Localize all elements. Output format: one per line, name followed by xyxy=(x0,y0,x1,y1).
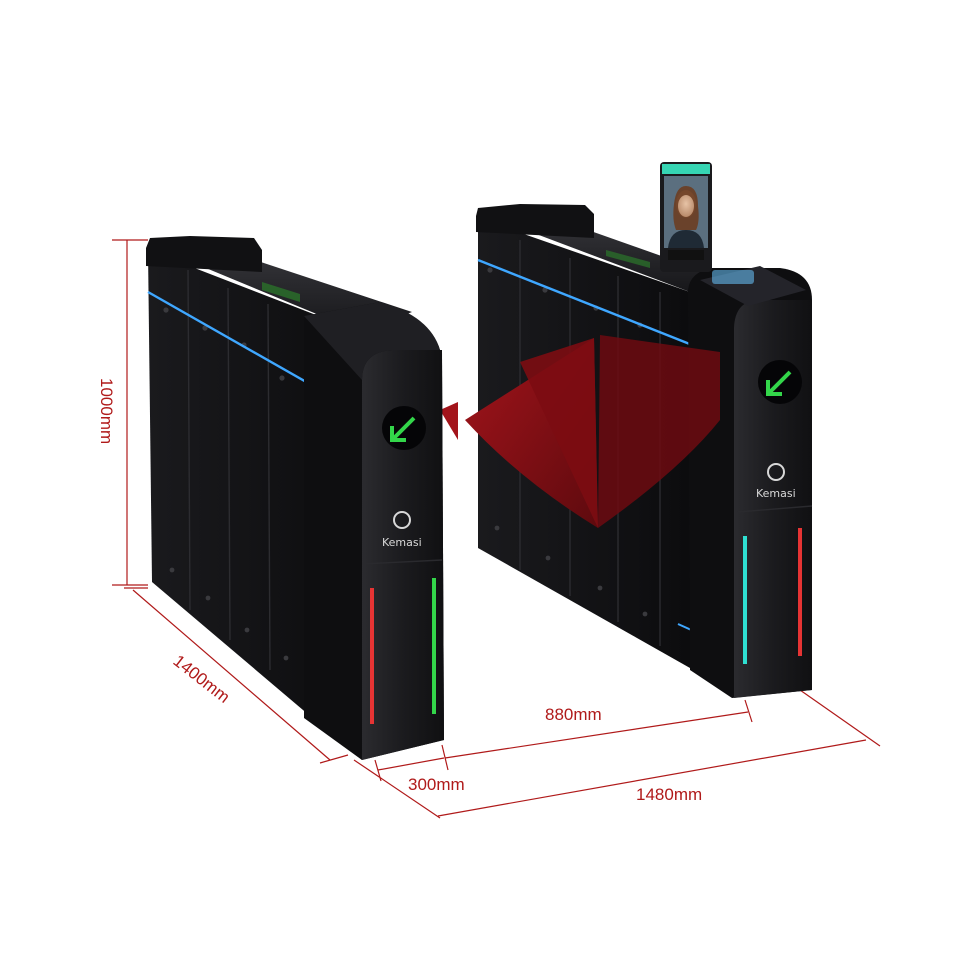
passage-width-label: 880mm xyxy=(545,705,602,724)
dimension-lines xyxy=(112,239,881,819)
brand-logo-icon xyxy=(767,463,785,481)
brand-logo-icon xyxy=(393,511,411,529)
cabinet-width-label: 300mm xyxy=(408,775,465,794)
green-arrow-icon xyxy=(766,370,792,396)
left-brand-text: Kemasi xyxy=(382,536,422,549)
face-recognition-terminal xyxy=(660,162,712,272)
barrier-flaps xyxy=(440,335,720,528)
length-dimension-label: 1400mm xyxy=(170,651,234,707)
green-arrow-icon xyxy=(390,416,416,442)
total-width-label: 1480mm xyxy=(636,785,702,804)
left-cabinet: Kemasi xyxy=(146,236,444,760)
height-dimension-label: 1000mm xyxy=(97,378,116,444)
right-brand-text: Kemasi xyxy=(756,487,796,500)
